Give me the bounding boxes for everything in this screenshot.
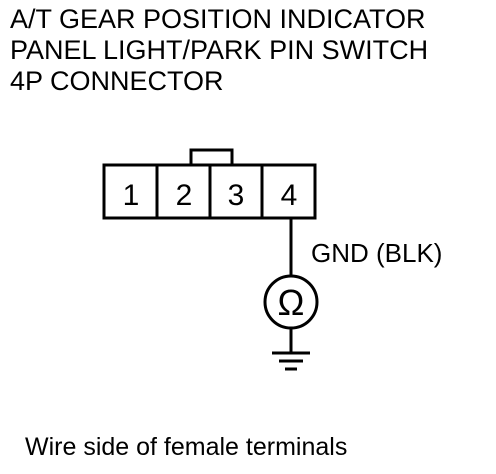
title-line-3: 4P CONNECTOR (10, 66, 224, 96)
ohm-symbol: Ω (278, 282, 305, 323)
terminal-4-label: 4 (281, 179, 298, 212)
terminal-2-label: 2 (176, 179, 193, 212)
terminal-3-label: 3 (228, 179, 245, 212)
diagram-title: A/T GEAR POSITION INDICATOR PANEL LIGHT/… (10, 4, 490, 97)
diagram-caption: Wire side of female terminals (25, 433, 348, 461)
title-line-1: A/T GEAR POSITION INDICATOR (10, 4, 426, 34)
terminal-1-label: 1 (123, 179, 140, 212)
ground-wire-label: GND (BLK) (311, 238, 442, 268)
ground-icon (272, 351, 310, 371)
jumper-wire-2-3 (189, 148, 234, 165)
title-line-2: PANEL LIGHT/PARK PIN SWITCH (10, 35, 429, 65)
